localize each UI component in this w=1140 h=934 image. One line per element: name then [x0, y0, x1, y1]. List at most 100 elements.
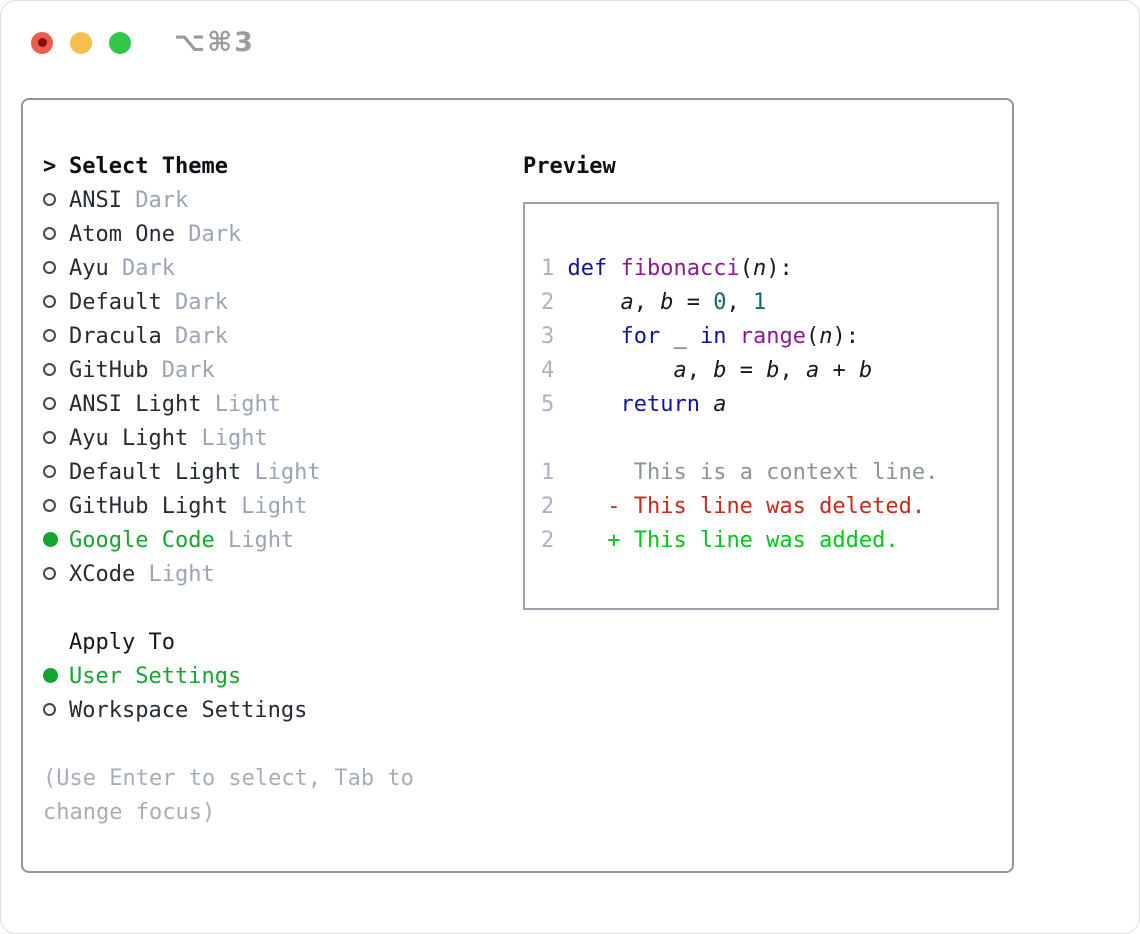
code-segment: b: [660, 290, 674, 315]
theme-variant: Light: [214, 392, 281, 417]
code-segment: ,: [633, 290, 661, 315]
theme-name: Ayu: [69, 256, 109, 281]
code-segment: ):: [832, 324, 859, 349]
minimize-button[interactable]: [70, 31, 92, 54]
code-segment: in: [699, 324, 727, 349]
code-line: 5 return a: [541, 388, 997, 422]
theme-variant: Dark: [174, 324, 228, 349]
code-segment: range: [739, 324, 806, 349]
code-segment: [554, 460, 633, 485]
theme-name: ANSI Light: [69, 392, 202, 417]
code-segment: _: [660, 324, 700, 349]
apply-to-label: User Settings: [69, 664, 242, 689]
code-segment: [554, 392, 620, 417]
code-segment: a: [805, 358, 820, 383]
code-segment: [554, 324, 620, 349]
radio-icon: [43, 397, 56, 410]
theme-variant: Dark: [161, 358, 215, 383]
theme-variant: Dark: [188, 222, 242, 247]
theme-option[interactable]: Ayu Light Light: [43, 422, 503, 456]
code-segment: ,: [726, 290, 753, 315]
code-line: 2 a, b = 0, 1: [541, 286, 997, 320]
hint-line-2: change focus): [43, 800, 216, 825]
radio-icon: [43, 465, 56, 478]
theme-option[interactable]: Default Light Light: [43, 456, 503, 490]
apply-to-option[interactable]: User Settings: [43, 660, 503, 694]
code-segment: - This line was deleted.: [607, 494, 926, 519]
theme-option[interactable]: Google Code Light: [43, 524, 503, 558]
theme-option[interactable]: Dracula Dark: [43, 320, 503, 354]
line-number: 5: [541, 392, 555, 417]
theme-variant: Light: [254, 460, 321, 485]
theme-option[interactable]: GitHub Dark: [43, 354, 503, 388]
apply-to-header-label: Apply To: [69, 630, 175, 655]
theme-variant: Dark: [122, 256, 175, 281]
theme-option[interactable]: Atom One Dark: [43, 218, 503, 252]
code-segment: b: [858, 358, 873, 383]
code-line: 2 - This line was deleted.: [541, 490, 997, 524]
preview-column: Preview 1 def fibonacci(n):2 a, b = 0, 1…: [503, 150, 999, 830]
code-segment: [554, 358, 673, 383]
code-segment: This is a context line.: [633, 460, 939, 485]
code-line: [541, 422, 997, 456]
code-segment: + This line was added.: [607, 528, 899, 553]
code-segment: (: [739, 256, 753, 281]
code-line: 2 + This line was added.: [541, 524, 997, 558]
radio-icon: [43, 431, 56, 444]
code-segment: def: [567, 256, 608, 281]
code-segment: 0: [713, 290, 727, 315]
line-number: 1: [541, 460, 555, 485]
radio-icon: [43, 363, 56, 376]
code-segment: return: [620, 392, 700, 417]
code-segment: b: [766, 358, 780, 383]
code-line: 4 a, b = b, a + b: [541, 354, 997, 388]
code-segment: =: [673, 290, 714, 315]
line-number: 4: [541, 358, 555, 383]
close-button[interactable]: [31, 31, 53, 54]
code-segment: a: [620, 290, 634, 315]
code-segment: [607, 256, 620, 281]
zoom-button[interactable]: [109, 31, 131, 54]
line-number: 2: [541, 494, 555, 519]
theme-option[interactable]: Default Dark: [43, 286, 503, 320]
code-segment: [554, 528, 607, 553]
code-segment: n: [752, 256, 767, 281]
window-title-shortcut: ⌥⌘3: [174, 27, 255, 58]
theme-option[interactable]: ANSI Dark: [43, 184, 503, 218]
theme-name: Google Code: [69, 528, 215, 553]
theme-name: Dracula: [69, 324, 162, 349]
code-line: 1 def fibonacci(n):: [541, 252, 997, 286]
apply-to-option[interactable]: Workspace Settings: [43, 694, 503, 728]
theme-option[interactable]: Ayu Dark: [43, 252, 503, 286]
theme-option[interactable]: XCode Light: [43, 558, 503, 592]
preview-header: Preview: [523, 154, 616, 179]
code-segment: ,: [686, 358, 714, 383]
code-segment: [726, 324, 739, 349]
code-segment: =: [726, 358, 767, 383]
code-line: 1 This is a context line.: [541, 456, 997, 490]
code-segment: [554, 290, 620, 315]
line-number: 2: [541, 290, 555, 315]
select-theme-header: >Select Theme: [43, 150, 503, 184]
code-segment: ,: [779, 358, 806, 383]
code-segment: a: [713, 392, 727, 417]
theme-option[interactable]: GitHub Light Light: [43, 490, 503, 524]
code-segment: 1: [752, 290, 767, 315]
radio-icon: [43, 295, 56, 308]
code-segment: fibonacci: [620, 256, 740, 281]
code-segment: ):: [766, 256, 793, 281]
theme-option[interactable]: ANSI Light Light: [43, 388, 503, 422]
radio-icon: [43, 329, 56, 342]
apply-to-label: Workspace Settings: [69, 698, 308, 723]
code-segment: n: [819, 324, 833, 349]
focus-caret-icon: >: [43, 154, 57, 179]
gap: [43, 728, 503, 762]
code-segment: [554, 256, 567, 281]
apply-to-header: Apply To: [43, 626, 503, 660]
